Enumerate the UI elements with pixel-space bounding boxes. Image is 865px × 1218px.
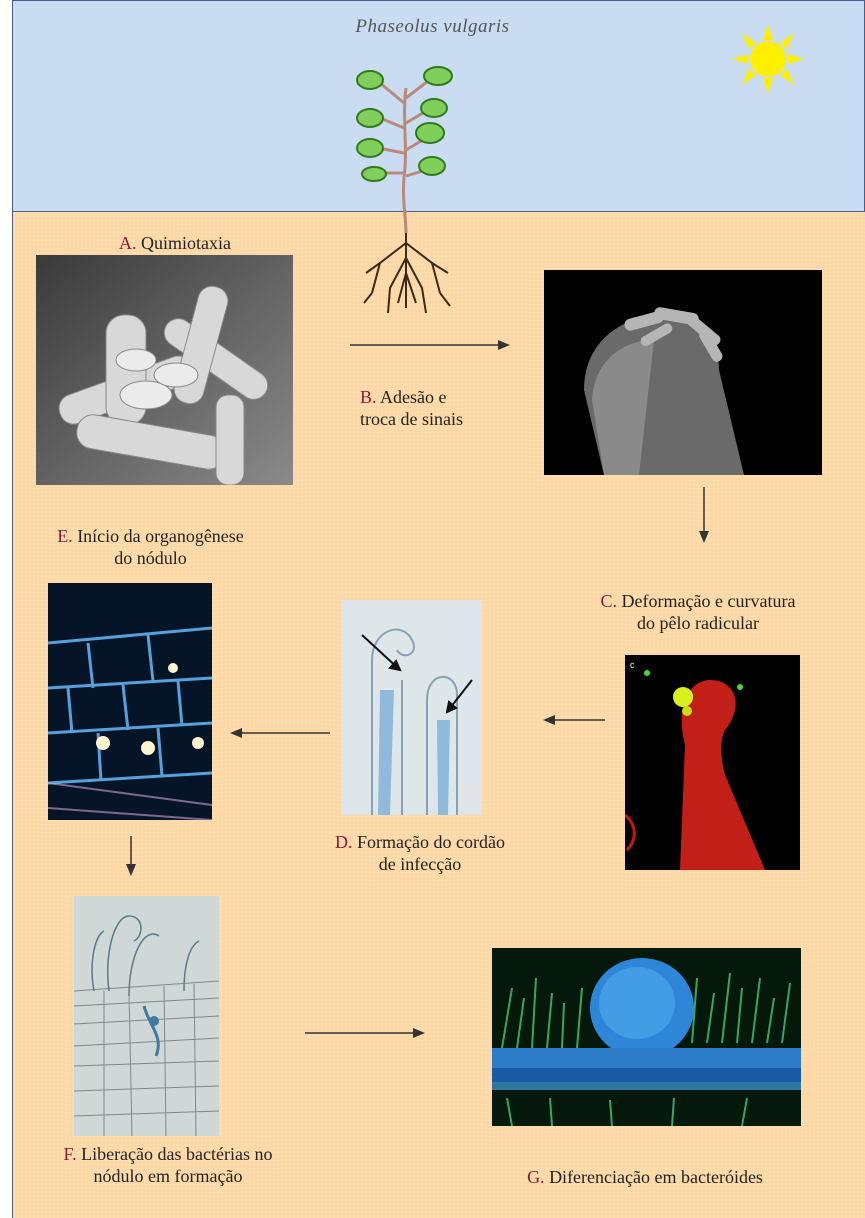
micrograph-g-bacteroid-differentiation xyxy=(492,948,801,1126)
step-g-label: G. Diferenciação em bacteróides xyxy=(475,1166,815,1188)
micrograph-c-tag: c xyxy=(630,660,635,670)
micrograph-f-bacteria-release xyxy=(74,896,219,1136)
micrograph-a-chemotaxis xyxy=(36,255,293,485)
step-c-label: C. Deformação e curvatura do pêlo radicu… xyxy=(548,590,848,634)
arrow-c-to-d xyxy=(543,713,605,727)
micrograph-b-adhesion xyxy=(544,270,822,475)
step-e-label: E. Início da organogênese do nódulo xyxy=(18,525,283,569)
arrow-f-to-g xyxy=(305,1026,425,1040)
micrograph-d-infection-thread xyxy=(342,600,482,815)
arrow-d-to-e xyxy=(230,726,330,740)
step-b-label: B. Adesão e troca de sinais xyxy=(360,386,500,430)
arrow-b-to-c xyxy=(697,487,711,543)
sun-icon xyxy=(726,20,810,98)
micrograph-c-root-hair-curling: c xyxy=(625,655,800,870)
bean-plant-illustration xyxy=(340,58,480,323)
step-d-label: D. Formação do cordão de infecção xyxy=(300,831,540,875)
micrograph-e-nodule-organogenesis xyxy=(48,583,212,820)
arrow-a-to-b xyxy=(350,338,510,352)
step-f-label: F. Liberação das bactérias no nódulo em … xyxy=(18,1143,318,1187)
step-a-label: A. Quimiotaxia xyxy=(70,232,280,254)
arrow-e-to-f xyxy=(124,836,138,876)
